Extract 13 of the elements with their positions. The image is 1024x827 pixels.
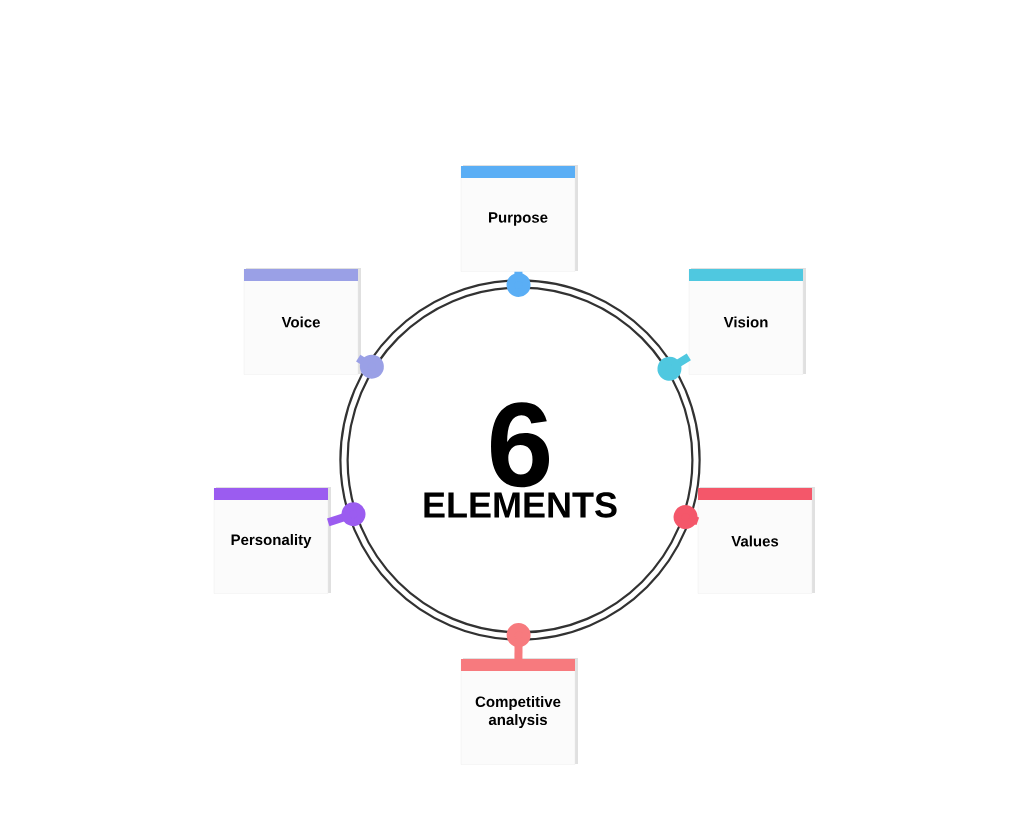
pin-connector [506, 271, 531, 297]
pin-connector [506, 623, 531, 660]
pin-connector [657, 353, 691, 381]
card: Vision [688, 268, 806, 375]
pin-connector [356, 354, 384, 379]
card: Values [697, 487, 815, 594]
card: Competitive analysis [460, 658, 578, 765]
ring: 6 ELEMENTS [339, 279, 701, 641]
card: Voice [243, 268, 361, 375]
pin-connector [673, 505, 700, 530]
card: Purpose [460, 165, 578, 272]
pin-connector [326, 502, 366, 527]
card: Personality [213, 487, 331, 594]
